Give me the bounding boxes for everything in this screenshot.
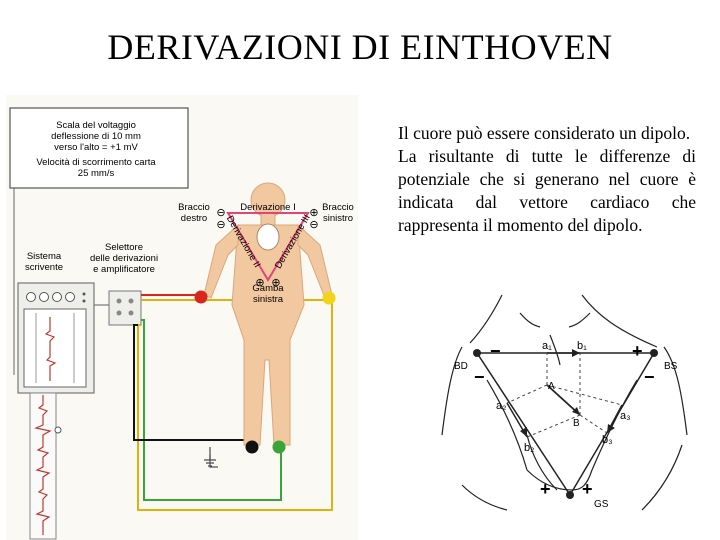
sign-plus-II: ⊕ <box>255 277 264 289</box>
recorder-machine <box>17 282 95 394</box>
node-bs <box>650 349 658 357</box>
label-b1: b₁ <box>577 340 587 352</box>
electrode-black <box>245 440 259 454</box>
braccio-sinistro-line-2: sinistro <box>323 213 353 224</box>
scale-info-box <box>9 107 189 189</box>
electrode-red <box>194 290 208 304</box>
slide-title: DERIVAZIONI DI EINTHOVEN <box>107 27 613 67</box>
sign-minus-bs-bottom: − <box>644 367 655 387</box>
braccio-destro-line-1: Braccio <box>178 202 210 213</box>
sign-plus-III: ⊕ <box>271 277 280 289</box>
sign-plus-gs-right: + <box>582 479 593 499</box>
label-a3: a₃ <box>620 410 631 422</box>
label-B: B <box>573 418 580 429</box>
heart-icon <box>256 223 280 251</box>
lead-I-label: Derivazione I <box>240 202 295 213</box>
paragraph-risultante: La risultante di tutte le differenze di … <box>398 146 696 235</box>
node-gs <box>566 491 574 499</box>
sign-minus-II: ⊖ <box>216 219 225 231</box>
sign-plus-bs-top: + <box>632 341 643 361</box>
body-text: Il cuore può essere considerato un dipol… <box>398 122 696 237</box>
label-b2: b₂ <box>524 442 534 454</box>
paragraph-dipolo: Il cuore può essere considerato un dipol… <box>398 123 691 143</box>
electrode-green <box>272 440 286 454</box>
sign-plus-gs-left: + <box>540 479 551 499</box>
sign-plus-I: ⊕ <box>309 207 318 219</box>
lead-selector-box <box>108 290 142 326</box>
info-line-1: Scala del voltaggio <box>56 120 136 131</box>
torso-outline <box>441 294 688 511</box>
vector-diagram-figure: BD BS GS a₁ b₁ a₂ b₂ a₃ b₃ A B − − + − +… <box>441 294 688 511</box>
label-A: A <box>548 381 555 392</box>
info-line-4: Velocità di scorrimento carta <box>36 157 156 168</box>
sistema-line-2: scrivente <box>25 262 63 273</box>
ground-icon <box>204 447 216 467</box>
projection-dashes <box>506 353 623 438</box>
braccio-destro-line-2: destro <box>181 213 207 224</box>
label-b3: b₃ <box>602 434 613 446</box>
sistema-line-1: Sistema <box>27 251 62 262</box>
einthoven-triangle <box>226 212 310 282</box>
braccio-sinistro-line-1: Braccio <box>322 202 354 213</box>
gamba-line-2: sinistra <box>253 294 284 305</box>
label-bd: BD <box>454 361 468 372</box>
human-body <box>203 182 333 446</box>
vector-triangle <box>475 352 656 497</box>
selettore-line-2: delle derivazioni <box>90 253 158 264</box>
sign-minus-bd-top: − <box>490 341 501 361</box>
selettore-line-1: Selettore <box>105 242 143 253</box>
info-line-5: 25 mm/s <box>78 168 115 179</box>
sign-minus-III: ⊖ <box>309 219 318 231</box>
ecg-setup-figure: Scala del voltaggio deflessione di 10 mm… <box>6 95 358 540</box>
ecg-paper-strip <box>29 392 62 540</box>
node-bd <box>473 349 481 357</box>
label-a1: a₁ <box>542 340 552 352</box>
gamba-line-1: Gamba <box>252 283 284 294</box>
info-line-2: deflessione di 10 mm <box>51 131 141 142</box>
label-a2: a₂ <box>496 400 506 412</box>
label-gs: GS <box>594 499 609 510</box>
info-line-3: verso l'alto = +1 mV <box>54 142 138 153</box>
selettore-line-3: e amplificatore <box>93 264 155 275</box>
electrode-yellow <box>322 291 336 305</box>
label-bs: BS <box>664 361 678 372</box>
sign-minus-I: ⊖ <box>216 207 225 219</box>
sign-minus-bd-bottom: − <box>474 367 485 387</box>
